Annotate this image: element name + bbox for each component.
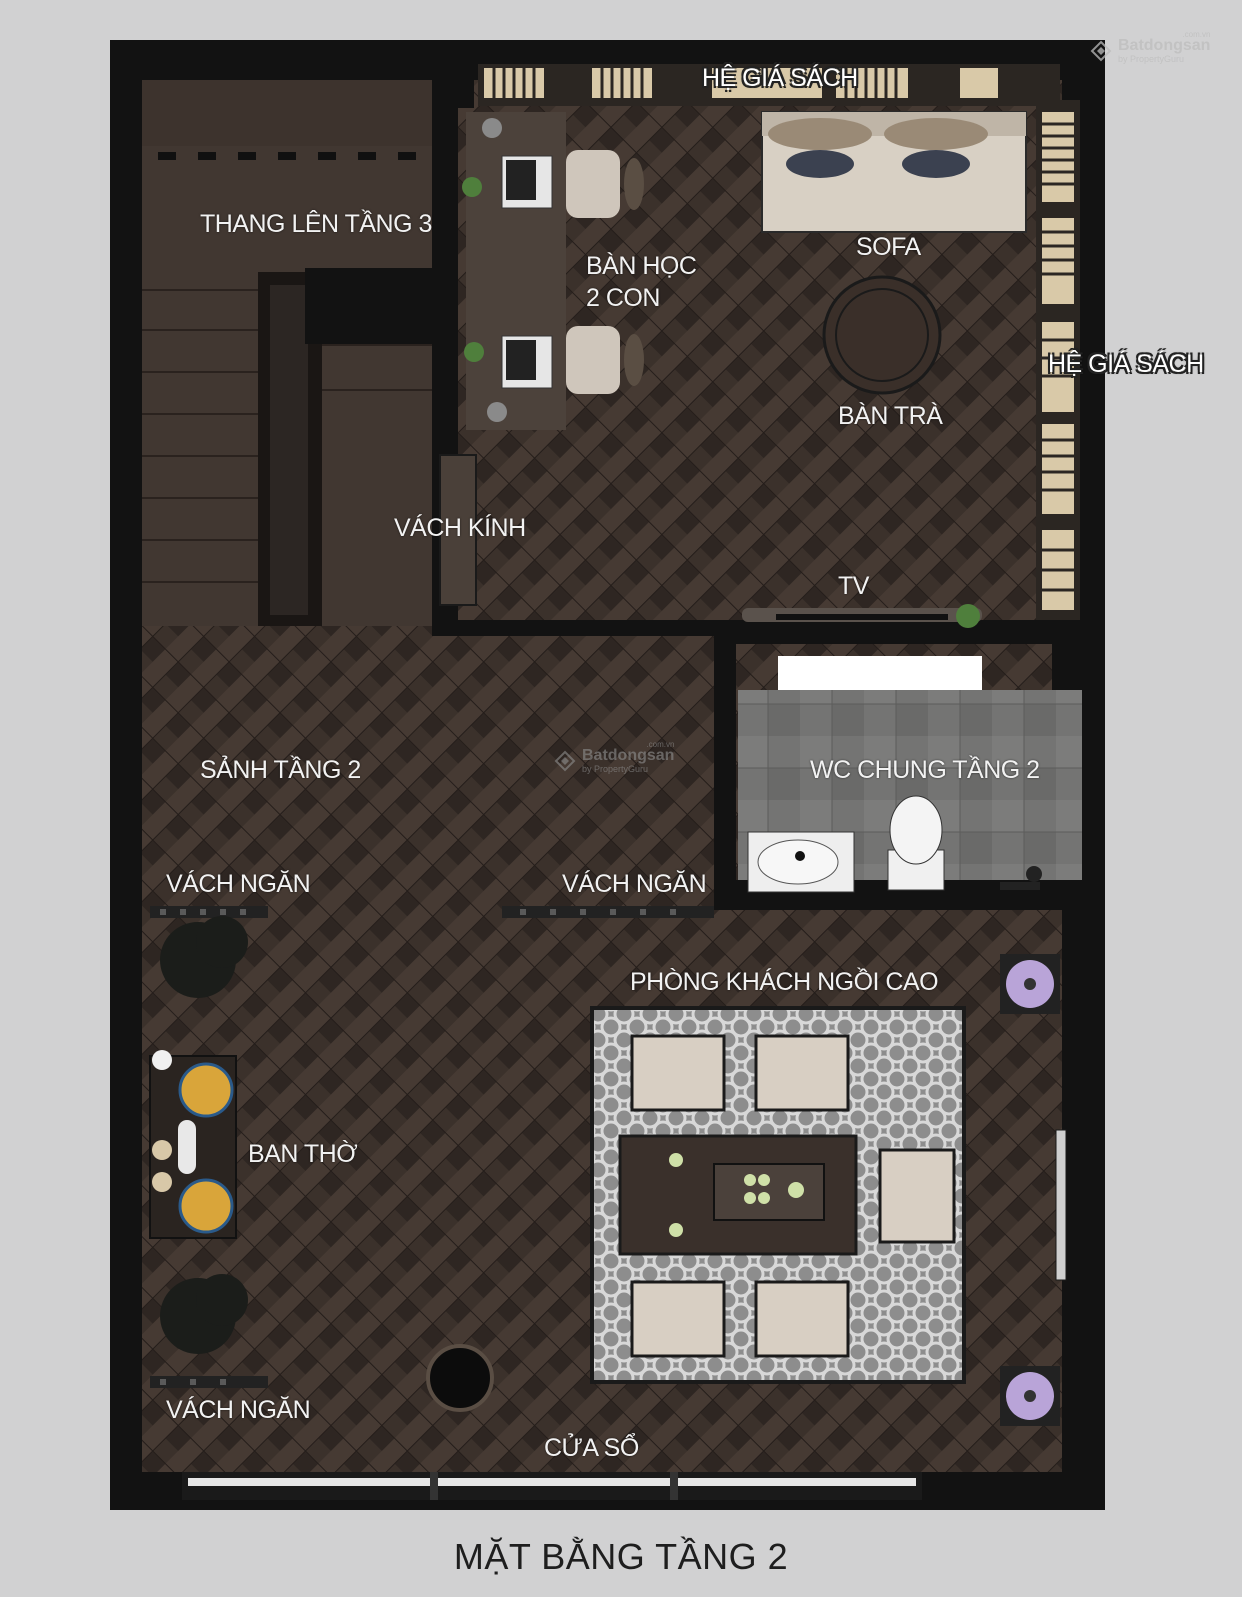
staircase bbox=[142, 80, 435, 626]
watermark-logo-icon bbox=[1090, 40, 1112, 62]
sofa bbox=[761, 111, 1027, 233]
plan-title: MẶT BẰNG TẦNG 2 bbox=[453, 1536, 789, 1577]
watermark-logo-icon bbox=[554, 750, 576, 772]
wc bbox=[738, 656, 1082, 893]
label-partition-bottom: VÁCH NGĂN bbox=[166, 1396, 311, 1424]
round-pot bbox=[426, 1344, 494, 1412]
label-lobby: SẢNH TẦNG 2 bbox=[200, 756, 361, 784]
label-altar: BAN THỜ bbox=[248, 1140, 358, 1168]
window bbox=[182, 1472, 922, 1500]
label-living-room: PHÒNG KHÁCH NGỒI CAO bbox=[630, 968, 939, 996]
watermark-sub: by PropertyGuru bbox=[1118, 54, 1185, 64]
label-study-desk: BÀN HỌC 2 CON bbox=[586, 250, 697, 314]
tea-table bbox=[822, 275, 942, 395]
watermark-brand: Batdongsan bbox=[582, 747, 675, 764]
label-partition-left: VÁCH NGĂN bbox=[166, 870, 311, 898]
watermark-center: .com.vn Batdongsan by PropertyGuru bbox=[554, 740, 675, 774]
plants bbox=[160, 916, 248, 1354]
label-partition-mid: VÁCH NGĂN bbox=[562, 870, 707, 898]
label-sofa: SOFA bbox=[856, 233, 921, 261]
floor-lamps bbox=[1000, 954, 1060, 1426]
partitions bbox=[150, 906, 714, 1388]
label-bookshelf-top: HỆ GIÁ SÁCH bbox=[702, 64, 858, 92]
label-study-desk-line1: BÀN HỌC bbox=[586, 252, 697, 280]
label-window: CỬA SỔ bbox=[544, 1434, 639, 1462]
inner-walls bbox=[432, 80, 1104, 910]
label-study-desk-line2: 2 CON bbox=[586, 284, 660, 312]
watermark-domain: .com.vn bbox=[646, 740, 675, 749]
bookshelf-right bbox=[1036, 100, 1080, 620]
right-window bbox=[1055, 1129, 1067, 1281]
living-room-set bbox=[590, 1006, 966, 1384]
watermark-sub: by PropertyGuru bbox=[582, 764, 649, 774]
label-wc: WC CHUNG TẦNG 2 bbox=[810, 756, 1040, 784]
bookshelf-top bbox=[478, 64, 1060, 106]
label-stairs: THANG LÊN TẦNG 3 bbox=[200, 210, 432, 238]
study-desk bbox=[462, 112, 644, 430]
watermark-top: .com.vn Batdongsan by PropertyGuru bbox=[1090, 30, 1211, 64]
watermark-brand: Batdongsan bbox=[1118, 37, 1211, 54]
label-bookshelf-right: HỆ GIÁ SÁCH bbox=[1048, 350, 1204, 378]
glass-wall bbox=[439, 454, 477, 606]
label-tv: TV bbox=[838, 572, 869, 600]
watermark-domain: .com.vn bbox=[1182, 30, 1211, 39]
label-tea-table: BÀN TRÀ bbox=[838, 402, 943, 430]
label-glass-wall: VÁCH KÍNH bbox=[394, 514, 526, 542]
altar bbox=[149, 1050, 237, 1239]
tv-unit bbox=[742, 604, 982, 628]
